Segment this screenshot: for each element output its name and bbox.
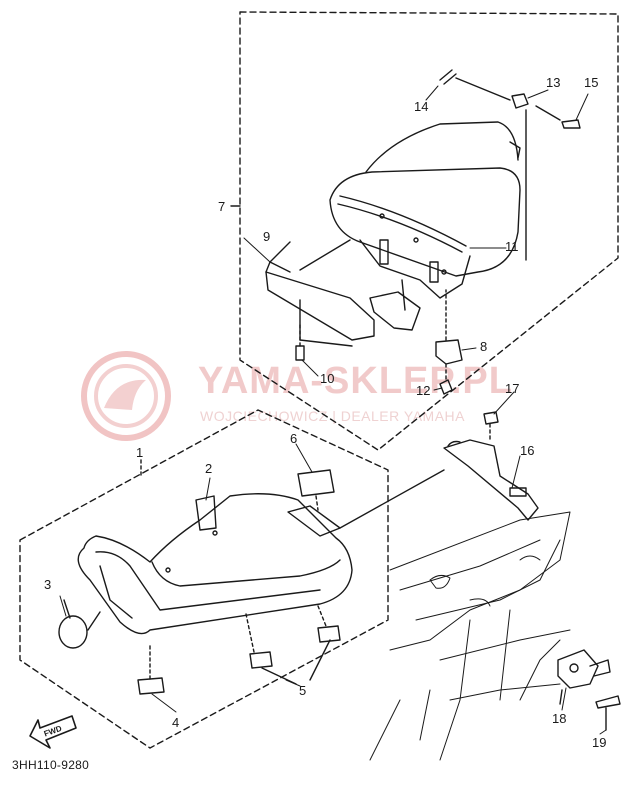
callout-4: 4 (172, 715, 180, 730)
watermark-subtitle: WOJCIECHOWICZ | DEALER YAMAHA (200, 408, 465, 424)
callout-10: 10 (320, 371, 335, 386)
callout-16: 16 (520, 443, 535, 458)
stay-plate (369, 291, 421, 331)
callout-3: 3 (44, 577, 52, 592)
damper-4 (137, 645, 165, 695)
bolt-12 (439, 363, 453, 395)
callout-9: 9 (263, 229, 271, 244)
damper-5 (245, 605, 341, 685)
bracket-9 (265, 239, 375, 347)
callout-13: 13 (546, 75, 561, 90)
clip-8 (435, 339, 463, 365)
callout-15: 15 (584, 75, 599, 90)
callout-11: 11 (505, 239, 519, 254)
callout-1: 1 (136, 445, 144, 460)
callout-17: 17 (505, 381, 520, 396)
hook-bracket-16 (339, 439, 539, 529)
callout-6: 6 (290, 431, 298, 446)
damper-6 (297, 469, 335, 511)
frame (369, 511, 571, 761)
callout-2: 2 (205, 461, 213, 476)
rear-seat-cowl (329, 121, 521, 299)
bolt-10 (295, 324, 305, 361)
callout-7: 7 (218, 199, 226, 214)
watermark-logo-icon (81, 351, 171, 441)
cushion-3 (58, 599, 101, 649)
callout-18: 18 (552, 711, 567, 726)
group-1-outline (19, 409, 389, 749)
callout-19: 19 (592, 735, 607, 750)
diagram-code: 3HH110-9280 (12, 758, 90, 772)
bolt-15 (561, 119, 581, 129)
group-7-outline (239, 11, 619, 451)
fwd-arrow-icon (29, 715, 77, 749)
grommet-13 (511, 93, 529, 109)
callout-5: 5 (299, 683, 307, 698)
bolt-17 (483, 411, 499, 441)
callout-12: 12 (416, 383, 431, 398)
main-seat (77, 493, 353, 635)
bolt-19 (595, 695, 621, 731)
callout-14: 14 (414, 99, 429, 114)
leader-lines (59, 85, 607, 735)
lock-18 (557, 649, 611, 705)
callout-8: 8 (480, 339, 488, 354)
